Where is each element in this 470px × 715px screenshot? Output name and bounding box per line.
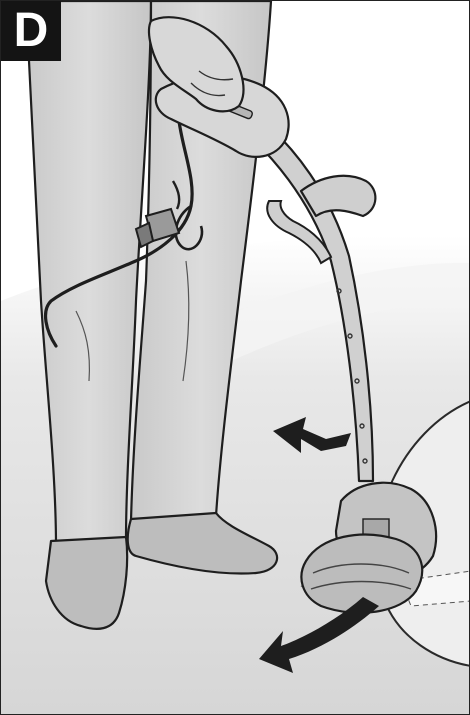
arrow-down-left-icon — [259, 597, 379, 673]
trimmer-guard — [300, 533, 424, 614]
hands — [147, 16, 245, 113]
auxiliary-handle — [299, 174, 377, 218]
left-shoe — [44, 535, 129, 630]
figure-label: D — [1, 1, 61, 61]
guard-ridge — [312, 563, 410, 574]
trouser-fold — [182, 260, 190, 382]
shaft-rivets — [336, 288, 368, 464]
power-cable-icon — [43, 119, 194, 348]
ground-light-streak — [191, 262, 469, 361]
cable-plug-icon — [134, 180, 181, 249]
guard-ridge — [310, 580, 412, 590]
rear-bracket — [266, 200, 333, 265]
cable-strain-loop — [174, 204, 204, 251]
finger-line — [198, 70, 234, 81]
right-shoe — [126, 511, 279, 575]
trouser-fold — [75, 310, 91, 382]
arrow-up-left-icon — [273, 417, 351, 453]
finger-line — [190, 82, 226, 97]
